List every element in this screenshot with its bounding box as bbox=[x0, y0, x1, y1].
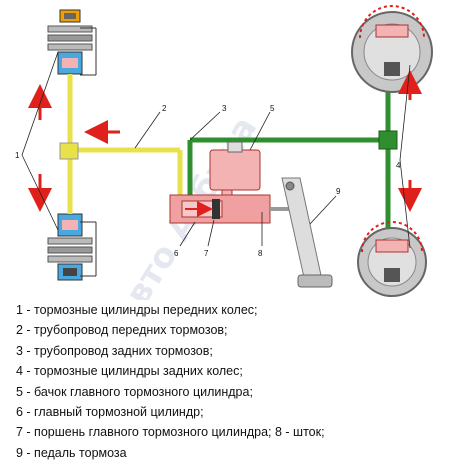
brake-fluid-reservoir bbox=[209, 141, 261, 199]
legend: 1 - тормозные цилиндры передних колес; 2… bbox=[16, 300, 466, 463]
callout-9: 9 bbox=[336, 187, 341, 196]
callout-3: 3 bbox=[222, 104, 227, 113]
brake-pedal bbox=[270, 177, 333, 288]
callout-7: 7 bbox=[204, 249, 209, 258]
front-brake-pipe bbox=[59, 74, 183, 214]
legend-item-9: 9 - педаль тормоза bbox=[16, 445, 127, 460]
front-wheel-bottom bbox=[47, 213, 97, 281]
legend-item-1: 1 - тормозные цилиндры передних колес; bbox=[16, 303, 258, 317]
callout-6: 6 bbox=[174, 249, 179, 258]
rear-brake-pipe bbox=[187, 60, 398, 260]
legend-item-2: 2 - трубопровод передних тормозов; bbox=[16, 323, 228, 338]
legend-item-4: 4 - тормозные цилиндры задних колес; bbox=[16, 364, 243, 379]
master-cylinder bbox=[169, 194, 271, 224]
legend-item-3: 3 - трубопровод задних тормозов; bbox=[16, 343, 213, 358]
rear-wheel-bottom bbox=[357, 221, 427, 297]
callout-2: 2 bbox=[162, 104, 167, 113]
legend-item-7: 7 - поршень главного тормозного цилиндра… bbox=[16, 425, 325, 440]
rear-wheel-top bbox=[351, 5, 433, 93]
callout-4: 4 bbox=[396, 161, 401, 170]
legend-item-6: 6 - главный тормозной цилиндр; bbox=[16, 404, 204, 419]
brake-system-diagram: Авто Азбука bbox=[15, 5, 433, 300]
leader-lines bbox=[21, 51, 411, 249]
front-wheel-top bbox=[47, 9, 97, 76]
callout-1: 1 bbox=[15, 151, 20, 160]
callout-8: 8 bbox=[258, 249, 263, 258]
callout-5: 5 bbox=[270, 104, 275, 113]
flow-arrows bbox=[28, 70, 422, 212]
legend-item-5: 5 - бачок главного тормозного цилиндра; bbox=[16, 384, 253, 399]
master-cylinder-piston bbox=[212, 199, 220, 219]
